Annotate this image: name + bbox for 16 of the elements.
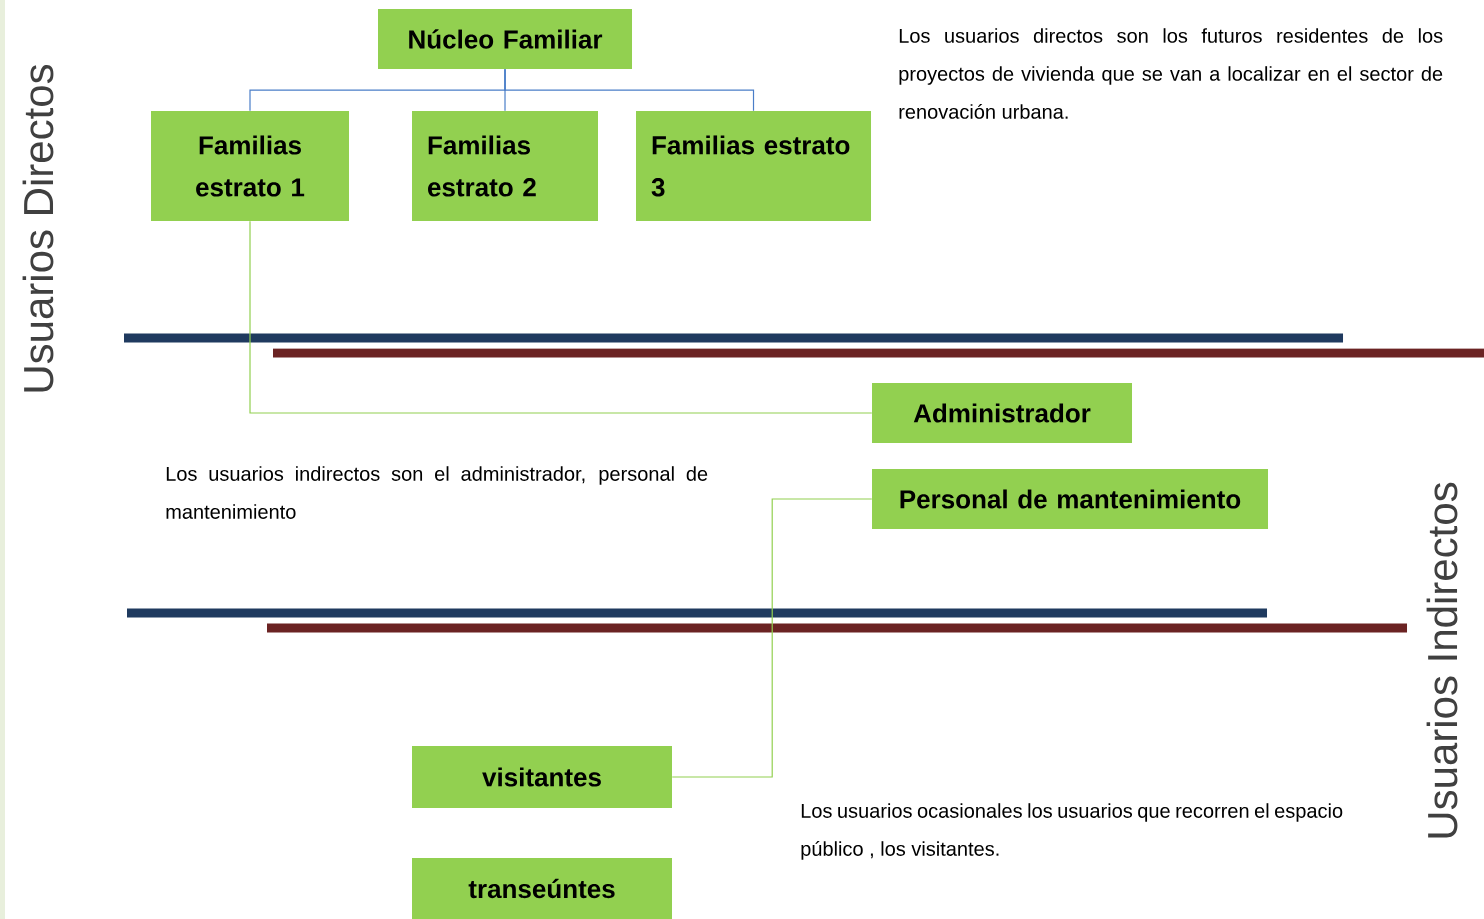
category-box: Familias estrato 2	[412, 111, 598, 221]
category-box: Familias estrato 3	[636, 111, 871, 221]
connector-line	[671, 498, 873, 778]
connector-line	[504, 68, 755, 112]
category-box: Administrador	[872, 383, 1132, 443]
category-box: transeúntes	[412, 858, 672, 919]
description-text: Los usuarios ocasionales los usuarios que recorren el espacio público , los visitantes.	[801, 803, 1343, 860]
category-box: Familias estrato 1	[151, 111, 349, 221]
description-text: Los usuarios directos son los futuros residentes de los proyectos de vivienda que se van a localizar en el sector de renovación urbana.	[899, 28, 1443, 119]
category-box: Personal de mantenimiento	[872, 469, 1268, 529]
section-heading: Usuarios Directos	[22, 64, 54, 392]
category-box: Núcleo Familiar	[378, 9, 632, 69]
description-text: Los usuarios indirectos son el administrador, personal de mantenimiento	[166, 466, 708, 519]
section-heading: Usuarios Indirectos	[1426, 482, 1458, 838]
category-box: visitantes	[412, 746, 672, 808]
connector-line	[249, 220, 873, 414]
